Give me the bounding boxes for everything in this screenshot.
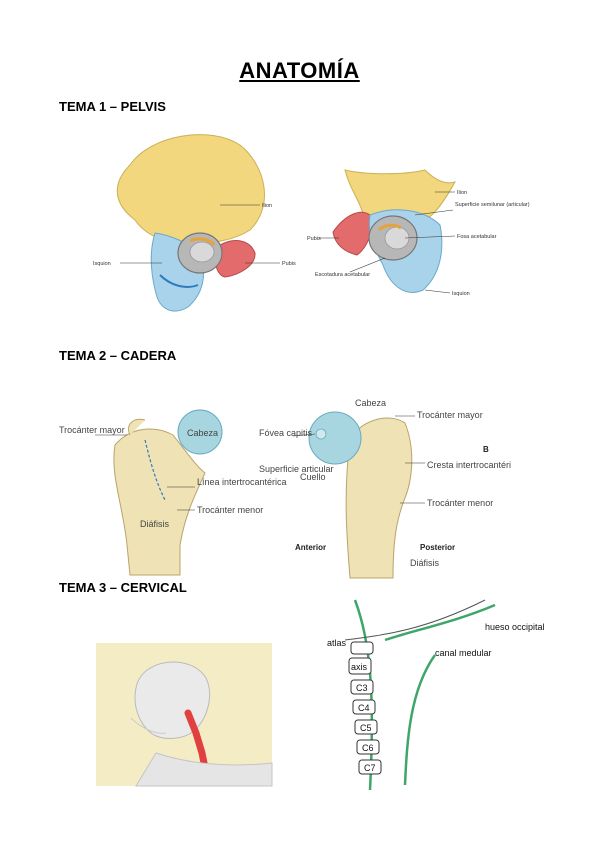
label-fosa-acetabular: Fosa acetabular <box>457 234 497 240</box>
label-fovea-capitis: Fóvea capitis <box>259 428 313 438</box>
intertrochanteric-line <box>144 439 166 501</box>
skull <box>134 661 210 739</box>
label-axis: axis <box>351 662 368 672</box>
femur-shaft <box>345 417 413 579</box>
ilium-bone <box>344 169 457 221</box>
label-diafisis: Diáfisis <box>410 558 440 568</box>
svg-text:C3: C3 <box>356 683 368 693</box>
label-trocanter-mayor: Trocánter mayor <box>59 425 125 435</box>
pelvis-lateral-figure: Ilion Isquion Pubis <box>93 134 296 312</box>
pelvis-acetabulum-figure: Ilion Superficie semilunar (articular) P… <box>307 169 530 297</box>
label-linea-intertrocanterica: Línea intertrocantérica <box>197 477 287 487</box>
label-trocanter-menor: Trocánter menor <box>427 498 493 508</box>
label-b: B <box>483 445 489 454</box>
label-isquion: Isquion <box>452 291 470 297</box>
label-superficie-semilunar: Superficie semilunar (articular) <box>455 202 530 208</box>
label-canal-medular: canal medular <box>435 648 492 658</box>
vertebra-c6: C6 <box>356 739 380 755</box>
vertebra-c7: C7 <box>358 759 382 775</box>
label-anterior: Anterior <box>295 543 326 552</box>
label-cabeza: Cabeza <box>187 428 218 438</box>
vertebra-axis: axis <box>348 657 372 675</box>
label-ilion: Ilion <box>262 203 272 209</box>
femur-anterior-figure: Trocánter mayor Cabeza Línea intertrocan… <box>59 409 287 576</box>
label-ilion: Ilion <box>457 190 467 196</box>
vertebra-c4: C4 <box>352 699 376 715</box>
femur-shaft <box>113 428 206 576</box>
cervical-spine-diagram: atlas axis C3 C4 C5 C6 C7 hueso occipita… <box>327 599 545 791</box>
pubis-bone <box>332 211 372 256</box>
femur-head <box>308 411 362 465</box>
section-heading-pelvis: TEMA 1 – PELVIS <box>59 99 166 114</box>
femur-head <box>177 409 223 455</box>
label-superficie-articular: Superficie articular <box>259 464 334 474</box>
section-heading-cadera: TEMA 2 – CADERA <box>59 348 177 363</box>
svg-text:C6: C6 <box>362 743 374 753</box>
vertebra-atlas: atlas <box>327 638 374 655</box>
label-cabeza: Cabeza <box>355 398 386 408</box>
label-atlas: atlas <box>327 638 347 648</box>
label-diafisis: Diáfisis <box>140 519 170 529</box>
svg-text:C7: C7 <box>364 763 376 773</box>
label-pubis: Pubis <box>282 261 296 267</box>
vertebra-c3: C3 <box>350 679 374 695</box>
label-cuello: Cuello <box>300 472 326 482</box>
svg-text:C4: C4 <box>358 703 370 713</box>
svg-text:C5: C5 <box>360 723 372 733</box>
ilium-bone <box>116 134 265 246</box>
femur-posterior-figure: Cabeza Trocánter mayor Fóvea capitis Sup… <box>259 398 511 579</box>
label-isquion: Isquion <box>93 261 111 267</box>
label-escotadura-acetabular: Escotadura acetabular <box>315 272 370 278</box>
label-posterior: Posterior <box>420 543 455 552</box>
label-trocanter-mayor: Trocánter mayor <box>417 410 483 420</box>
page-title: ANATOMÍA <box>239 58 360 83</box>
neck-illustration <box>96 643 273 787</box>
section-heading-cervical: TEMA 3 – CERVICAL <box>59 580 187 595</box>
label-hueso-occipital: hueso occipital <box>485 622 545 632</box>
label-trocanter-menor: Trocánter menor <box>197 505 263 515</box>
spinal-canal-back <box>384 603 496 642</box>
label-cresta-intertrocanterica: Cresta intertrocantéri <box>427 460 511 470</box>
vertebra-c5: C5 <box>354 719 378 735</box>
label-pubis: Pubis <box>307 236 321 242</box>
neck-spine <box>184 709 208 767</box>
